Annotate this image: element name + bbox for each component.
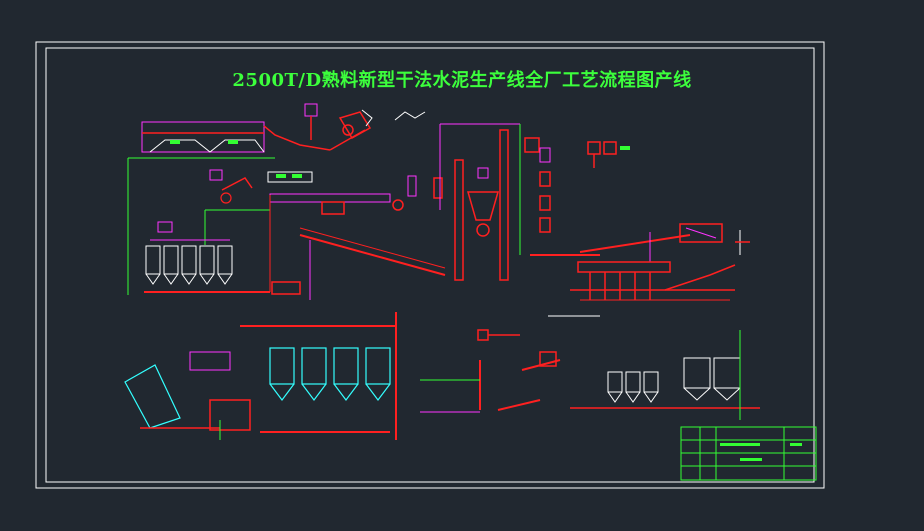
preheater-tower <box>439 123 600 281</box>
raw-material-bins <box>144 169 270 293</box>
cement-silos <box>240 312 397 440</box>
clinker-cooler <box>570 261 736 301</box>
drawing-title: 2500T/D熟料新型干法水泥生产线全厂工艺流程图产线 <box>232 70 692 91</box>
rotary-kiln <box>579 223 750 262</box>
coal-stockpile <box>124 364 220 429</box>
raw-mill <box>269 175 446 300</box>
packing-silos <box>570 330 760 420</box>
title-block <box>680 426 817 481</box>
cement-mill <box>420 315 600 413</box>
coal-mill <box>189 351 251 440</box>
crusher-section <box>127 121 331 295</box>
primary-crusher <box>304 103 426 151</box>
coal-preparation <box>587 141 630 168</box>
outer-frame <box>35 41 825 489</box>
inner-frame <box>45 47 815 483</box>
